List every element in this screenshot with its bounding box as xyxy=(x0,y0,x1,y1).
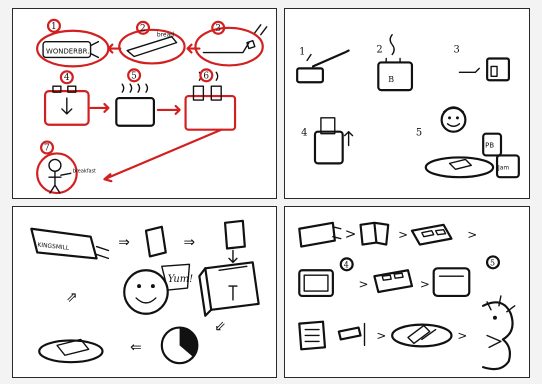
svg-text:>: > xyxy=(398,228,408,242)
step5-toasting xyxy=(116,84,154,126)
step7-person: breakfast xyxy=(37,153,96,193)
tr-step2-toaster: 2 B xyxy=(376,35,412,90)
bread-bag-label: WONDERBR.. xyxy=(46,48,92,56)
tr-step2-number: 2 xyxy=(376,45,382,56)
tr-step3-lever: 3 xyxy=(454,45,509,81)
panel-bottom-left-drawing: KINGSMILL ⇒ ⇒ xyxy=(13,207,276,377)
bag-label: KINGSMILL xyxy=(37,242,70,252)
bl-arrow-4: ⇐ xyxy=(130,339,142,355)
bl-arrow-3: ⇒ xyxy=(210,316,230,336)
bl-toaster xyxy=(199,262,258,315)
bl-arrow-5: ⇒ xyxy=(62,288,82,308)
br-step4-number: 4 xyxy=(344,260,349,269)
panel-top-right: 1 2 B 3 4 xyxy=(284,8,530,199)
jar-pb-label: PB xyxy=(485,142,494,150)
br-row3: > > xyxy=(299,296,514,369)
step4-toaster-insert xyxy=(45,86,89,125)
arrow-4-5 xyxy=(91,104,109,112)
tr-step2-letter: B xyxy=(388,75,394,84)
bl-plate xyxy=(39,339,102,362)
tr-step4-popped: 4 xyxy=(301,118,352,164)
bl-arrow-2: ⇒ xyxy=(184,235,196,251)
svg-text:>: > xyxy=(359,277,369,291)
tr-step5-number: 5 xyxy=(416,128,422,139)
panel-top-right-drawing: 1 2 B 3 4 xyxy=(285,9,529,198)
bl-timer xyxy=(162,328,198,364)
svg-text:>: > xyxy=(376,328,386,342)
bl-smiley: Yum! xyxy=(124,264,193,313)
tr-step4-number: 4 xyxy=(301,128,307,139)
tr-step1-bag: 1 xyxy=(297,47,348,83)
bl-slice-over-toaster xyxy=(225,221,245,263)
svg-text:>: > xyxy=(345,227,357,243)
svg-text:>: > xyxy=(420,277,430,291)
svg-text:>: > xyxy=(457,328,467,342)
bread-label: bread xyxy=(157,32,174,39)
svg-text:>: > xyxy=(467,228,477,242)
br-row2: 4 > > 5 xyxy=(299,256,499,296)
arrow-5-6 xyxy=(158,106,180,114)
bl-bread-bag: KINGSMILL xyxy=(31,229,108,259)
panel-bottom-right: > > > 4 > > 5 xyxy=(284,206,530,378)
tr-step1-number: 1 xyxy=(299,47,305,58)
step1-bread-bag: WONDERBR.. xyxy=(37,31,108,67)
person-label: breakfast xyxy=(73,168,96,174)
yum-label: Yum! xyxy=(168,274,193,285)
bl-arrow-1: ⇒ xyxy=(118,235,130,251)
br-step5-number: 5 xyxy=(490,258,495,267)
bl-bread-slice xyxy=(146,227,166,257)
br-row1: > > > xyxy=(299,223,477,247)
panel-top-left-drawing: WONDERBR.. 1 bread 2 3 xyxy=(13,9,276,198)
step2-bread-slice: bread xyxy=(119,30,184,64)
arrow-6-7 xyxy=(104,130,221,181)
panel-top-left: WONDERBR.. 1 bread 2 3 xyxy=(12,8,277,199)
panel-bottom-right-drawing: > > > 4 > > 5 xyxy=(285,207,529,377)
tr-step5-breakfast: 5 PB Jam xyxy=(416,107,519,177)
step3-lever xyxy=(195,25,266,66)
panel-bottom-left: KINGSMILL ⇒ ⇒ xyxy=(12,206,277,378)
tr-step3-number: 3 xyxy=(454,45,460,56)
jar-jam-label: Jam xyxy=(497,164,509,171)
